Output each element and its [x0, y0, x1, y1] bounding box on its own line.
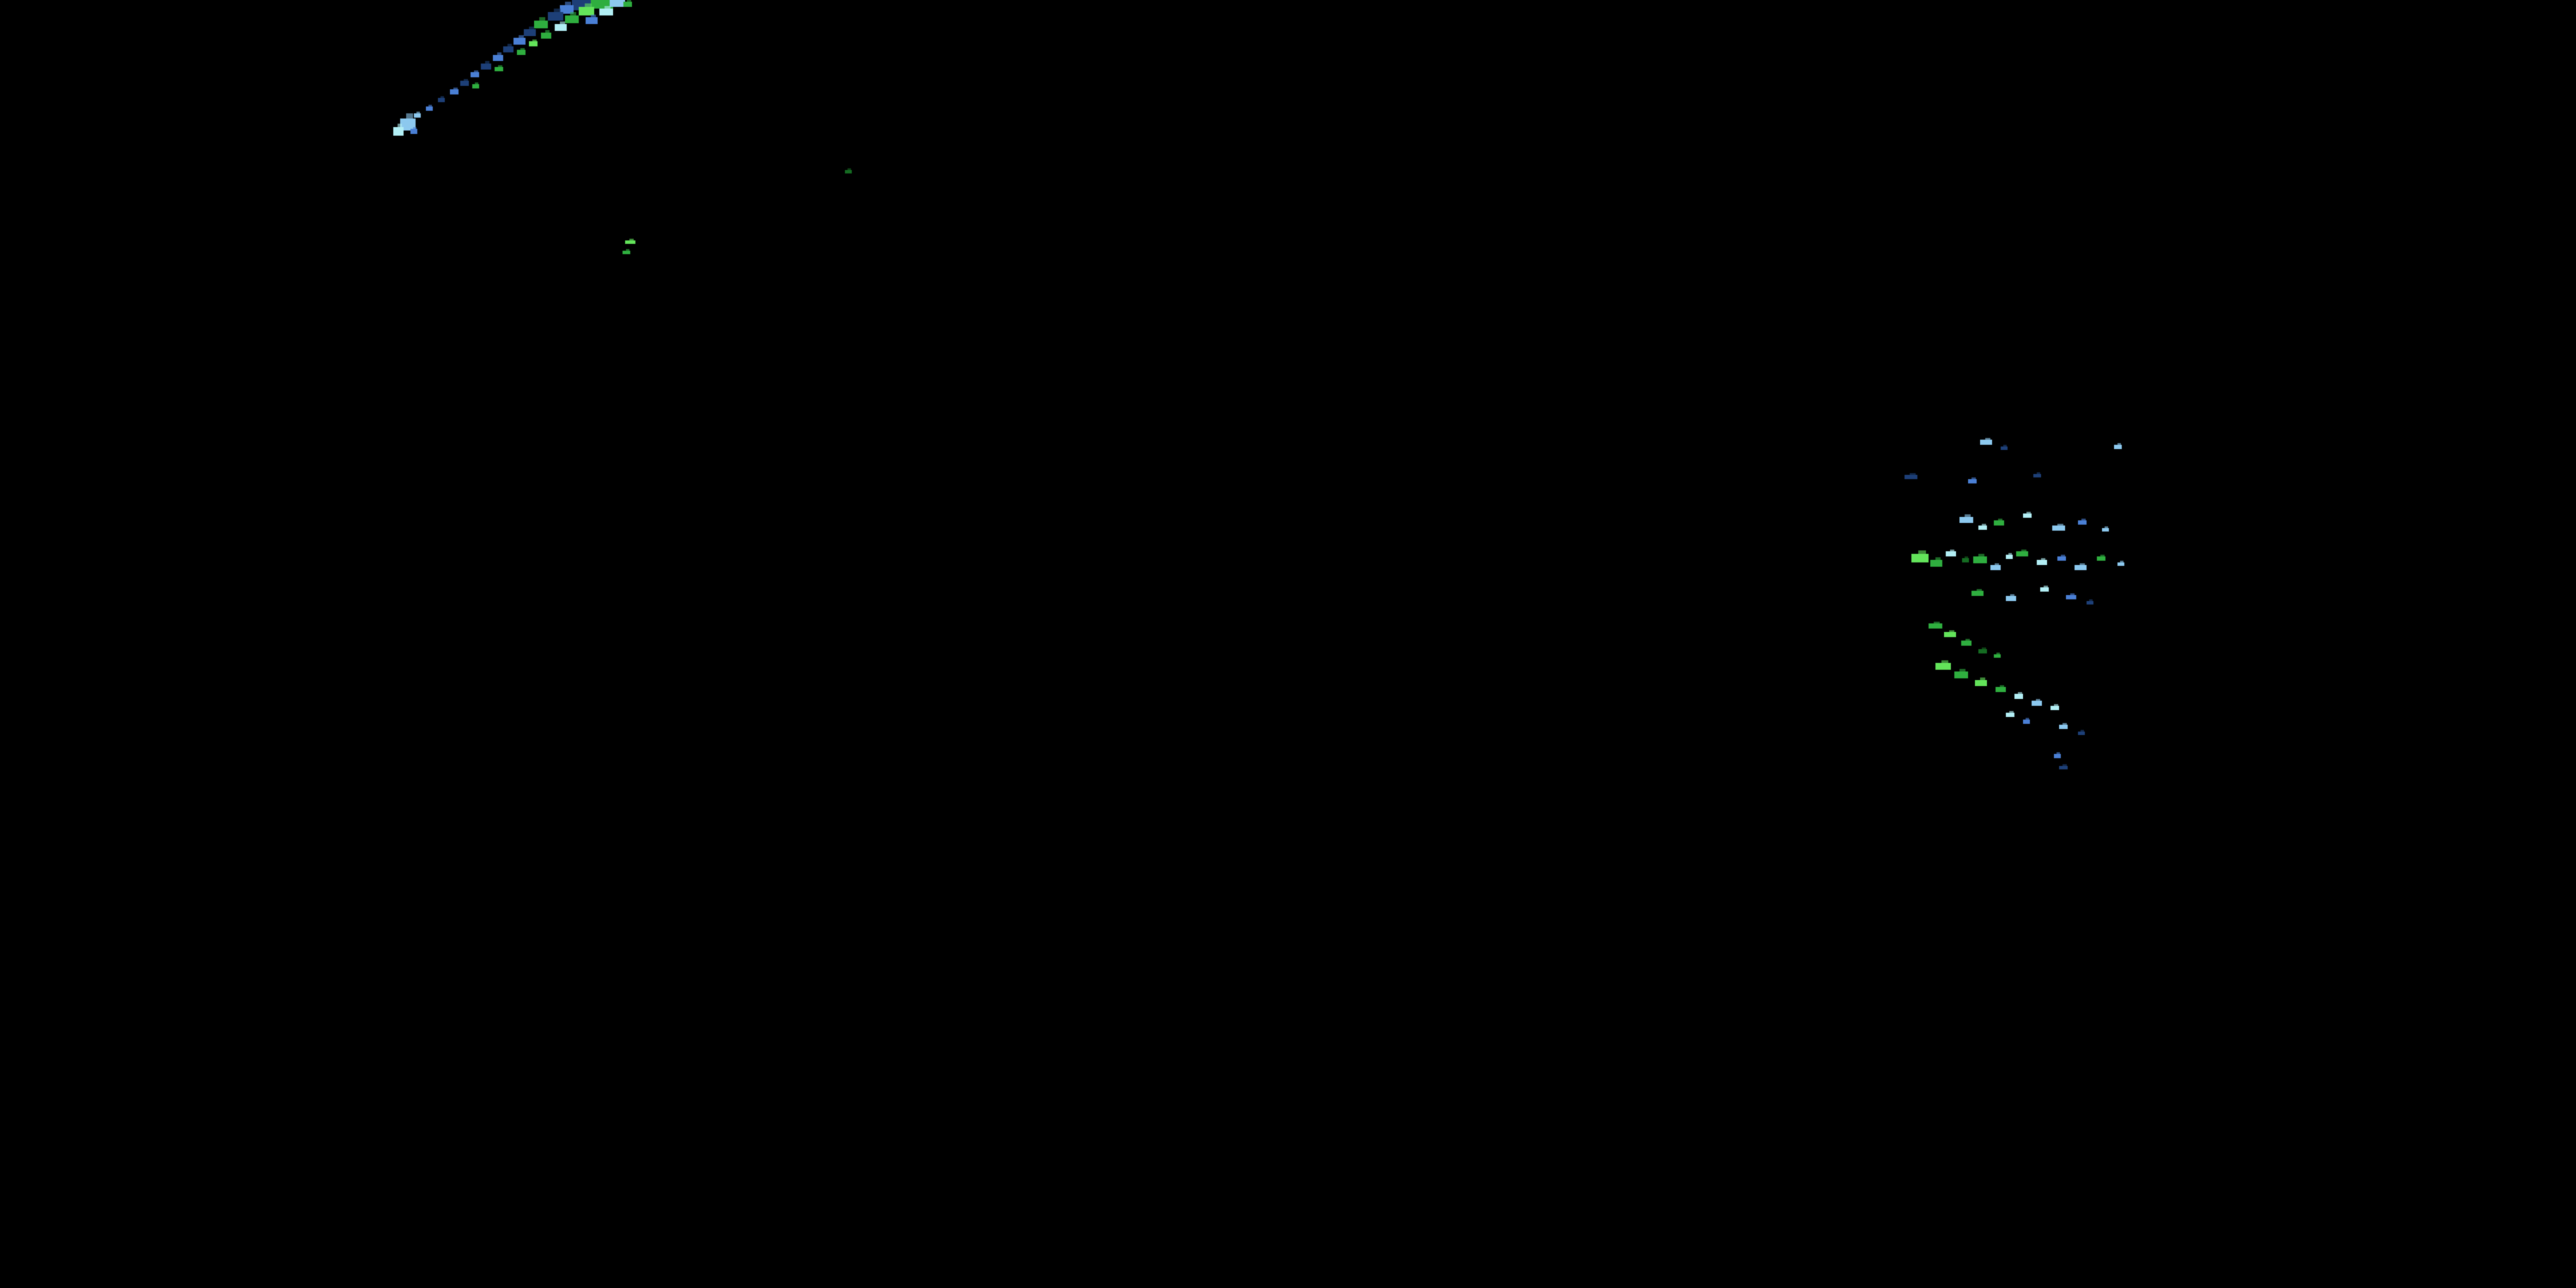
- radar-view: [0, 0, 2576, 1288]
- radar-canvas: [0, 0, 2576, 1288]
